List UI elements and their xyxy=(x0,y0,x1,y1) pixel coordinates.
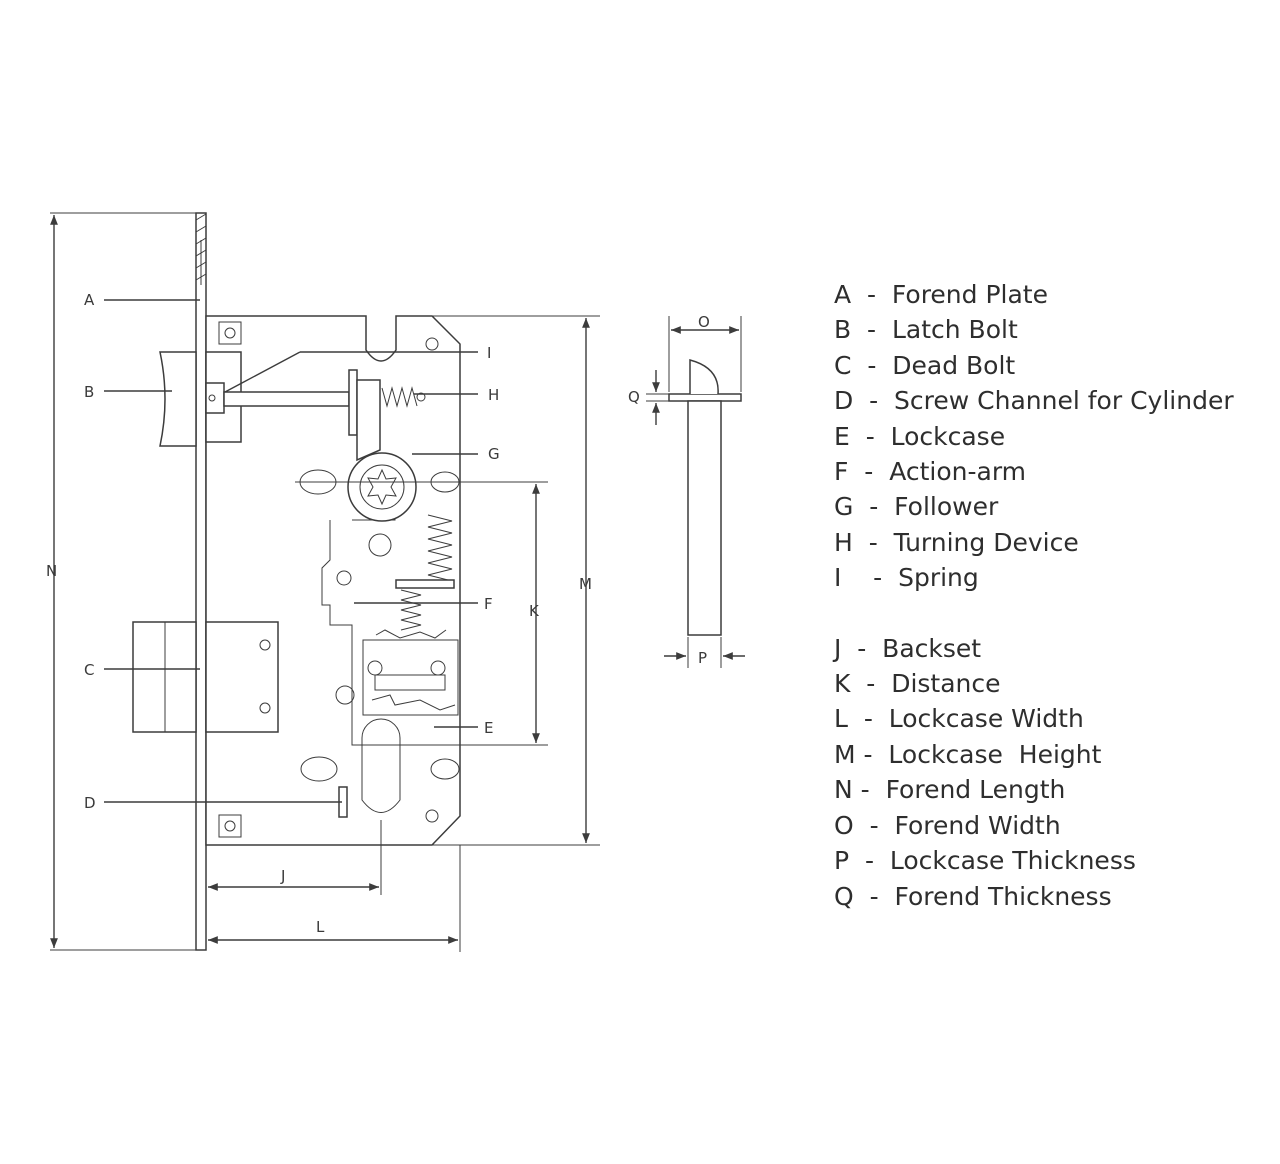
callout-e: E xyxy=(484,719,493,737)
legend-item-q: Q - Forend Thickness xyxy=(834,881,1112,911)
action-arm xyxy=(375,514,455,639)
callout-g: G xyxy=(488,445,500,463)
legend-item-e: E - Lockcase xyxy=(834,421,1006,451)
callout-n: N xyxy=(46,562,57,580)
legend-item-k: K - Distance xyxy=(834,669,1001,699)
legend-item-g: G - Follower xyxy=(834,492,999,522)
callout-o: O xyxy=(698,313,710,331)
legend-item-i: I - Spring xyxy=(834,563,979,593)
leader-lines xyxy=(104,299,478,803)
side-view xyxy=(646,316,745,668)
legend-item-d: D - Screw Channel for Cylinder xyxy=(834,386,1234,416)
legend-item-b: B - Latch Bolt xyxy=(834,315,1018,345)
callout-a: A xyxy=(84,291,95,309)
legend-item-n: N - Forend Length xyxy=(834,775,1066,805)
legend-item-a: A - Forend Plate xyxy=(834,280,1048,309)
turning-device xyxy=(356,379,426,462)
callout-f: F xyxy=(484,595,493,613)
legend-item-f: F - Action-arm xyxy=(834,457,1027,487)
callout-l: L xyxy=(316,918,325,936)
dimension-lines xyxy=(50,212,600,952)
callout-d: D xyxy=(84,794,96,812)
callout-h: H xyxy=(488,386,499,404)
dead-bolt xyxy=(132,621,279,733)
legend-item-l: L - Lockcase Width xyxy=(834,704,1084,734)
latch-bolt xyxy=(159,351,358,447)
legend-item-c: C - Dead Bolt xyxy=(834,350,1016,380)
forend-plate xyxy=(195,212,207,951)
callout-p: P xyxy=(698,649,707,667)
legend: A - Forend Plate B - Latch Bolt C - Dead… xyxy=(834,277,1274,914)
legend-item-p: P - Lockcase Thickness xyxy=(834,846,1136,876)
callout-k: K xyxy=(529,602,540,620)
callout-j: J xyxy=(280,867,285,885)
legend-spacer xyxy=(834,596,1274,631)
callout-m: M xyxy=(579,575,592,593)
callout-b: B xyxy=(84,383,94,401)
legend-item-o: O - Forend Width xyxy=(834,810,1061,840)
callout-c: C xyxy=(84,661,94,679)
follower xyxy=(347,452,417,522)
legend-item-m: M - Lockcase Height xyxy=(834,739,1102,769)
callout-q: Q xyxy=(628,388,640,406)
callout-i: I xyxy=(487,344,491,362)
legend-item-h: H - Turning Device xyxy=(834,527,1079,557)
legend-item-j: J - Backset xyxy=(834,633,982,663)
